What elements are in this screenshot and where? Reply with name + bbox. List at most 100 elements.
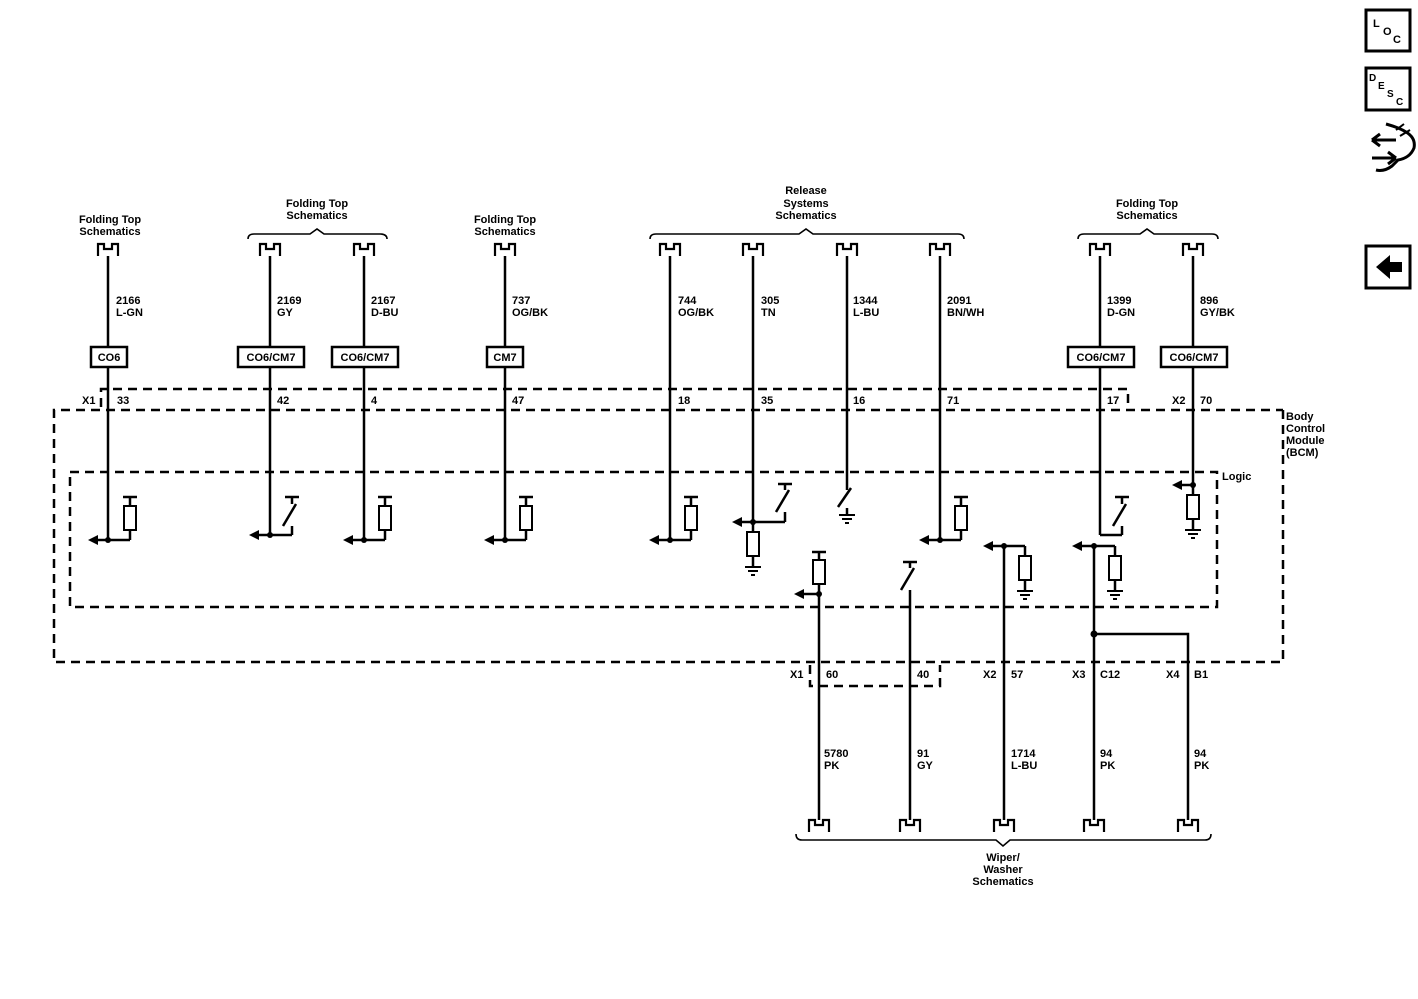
- connector-label: X1: [790, 669, 803, 681]
- brace: [795, 833, 1212, 848]
- group-label-line: Schematics: [79, 226, 140, 238]
- group-label-line: Schematics: [286, 210, 347, 222]
- wire-color: OG/BK: [512, 307, 548, 319]
- group-header-folding-top-5[interactable]: Folding Top Schematics: [1116, 198, 1178, 222]
- connector-terminal: [493, 242, 517, 258]
- pin-number: 33: [117, 395, 129, 407]
- rpo-box: CO6/CM7: [330, 345, 400, 369]
- connector-label: X3: [1072, 669, 1085, 681]
- circuit-label-94: 94 PK: [1194, 748, 1209, 772]
- connector-terminal: [96, 242, 120, 258]
- pin-number: 42: [277, 395, 289, 407]
- circuit-number: 1714: [1011, 748, 1036, 760]
- input-switch-pulldown: [732, 482, 792, 576]
- brace: [1077, 228, 1219, 240]
- pin-number: 57: [1011, 669, 1023, 681]
- pin-number: 40: [917, 669, 929, 681]
- circuit-number: 94: [1100, 748, 1113, 760]
- group-label-line: Wiper/: [986, 852, 1020, 864]
- module-label-line: (BCM): [1286, 447, 1319, 459]
- input-switch-ground: [836, 485, 856, 524]
- pin-number: 60: [826, 669, 838, 681]
- group-header-folding-top-1[interactable]: Folding Top Schematics: [79, 214, 141, 238]
- pin-number: 47: [512, 395, 524, 407]
- wire-color: BN/WH: [947, 307, 984, 319]
- connector-terminal: [1082, 818, 1106, 834]
- pin-number: C12: [1100, 669, 1120, 681]
- splice-point: [1090, 630, 1098, 638]
- circuit-label-896: 896 GY/BK: [1200, 295, 1235, 319]
- nav-letter: L: [1373, 18, 1380, 30]
- module-label-line: Control: [1286, 423, 1325, 435]
- rpo-label: CO6: [98, 352, 121, 364]
- circuit-label-1344: 1344 L-BU: [853, 295, 879, 319]
- location-button[interactable]: L O C: [1364, 8, 1412, 53]
- connector-terminal: [992, 818, 1016, 834]
- circuit-label-1714: 1714 L-BU: [1011, 748, 1037, 772]
- input-pulldown-resistor: [1172, 480, 1202, 539]
- input-switch: [899, 560, 917, 594]
- circuit-label-94: 94 PK: [1100, 748, 1115, 772]
- wire-color: D-GN: [1107, 307, 1135, 319]
- group-header-wiper-washer[interactable]: Wiper/ Washer Schematics: [972, 852, 1033, 888]
- nav-letter: O: [1383, 26, 1392, 38]
- circuit-number: 305: [761, 295, 779, 307]
- rpo-label: CO6/CM7: [341, 352, 390, 364]
- group-label-line: Release: [785, 185, 827, 197]
- arrow-left-icon: [1376, 255, 1402, 279]
- circuit-number: 2167: [371, 295, 395, 307]
- input-pullup-resistor: [794, 550, 826, 599]
- circuit-label-2167: 2167 D-BU: [371, 295, 399, 319]
- wire-color: OG/BK: [678, 307, 714, 319]
- connector-x1-outline: [99, 387, 1130, 408]
- input-pullup-resistor: [484, 495, 533, 545]
- circuit-number: 2166: [116, 295, 140, 307]
- input-pulldown-resistor: [1072, 541, 1124, 600]
- brace: [649, 228, 965, 240]
- back-button[interactable]: [1364, 244, 1412, 290]
- description-button[interactable]: D E S C: [1364, 66, 1412, 112]
- input-switch: [249, 495, 299, 540]
- connector-view-icon[interactable]: [1371, 122, 1416, 172]
- rpo-label: CO6/CM7: [1170, 352, 1219, 364]
- group-label-line: Schematics: [972, 876, 1033, 888]
- group-label-line: Systems: [783, 198, 828, 210]
- rpo-box: CM7: [485, 345, 525, 369]
- group-label-line: Schematics: [775, 210, 836, 222]
- circuit-label-2166: 2166 L-GN: [116, 295, 143, 319]
- rpo-box: CO6/CM7: [1066, 345, 1136, 369]
- connector-terminal: [741, 242, 765, 258]
- circuit-label-91: 91 GY: [917, 748, 934, 772]
- pin-number: 18: [678, 395, 690, 407]
- pin-number: 16: [853, 395, 865, 407]
- circuit-number: 896: [1200, 295, 1218, 307]
- pin-number: 4: [371, 395, 378, 407]
- connector-terminal: [898, 818, 922, 834]
- pin-number: 71: [947, 395, 959, 407]
- input-pullup-resistor: [88, 495, 137, 545]
- pin-number: 70: [1200, 395, 1212, 407]
- input-pullup-resistor: [649, 495, 698, 545]
- group-label-line: Folding Top: [1116, 198, 1178, 210]
- module-label-line: Module: [1286, 435, 1325, 447]
- connector-terminal: [352, 242, 376, 258]
- group-label-line: Folding Top: [286, 198, 348, 210]
- circuit-label-737: 737 OG/BK: [512, 295, 548, 319]
- rpo-label: CO6/CM7: [1077, 352, 1126, 364]
- input-switch: [1100, 495, 1129, 537]
- nav-letter: E: [1378, 81, 1385, 92]
- wire-color: PK: [1100, 760, 1115, 772]
- nav-letter: S: [1387, 89, 1394, 100]
- group-header-folding-top-3[interactable]: Folding Top Schematics: [474, 214, 536, 238]
- circuit-label-1399: 1399 D-GN: [1107, 295, 1135, 319]
- wire-color: PK: [824, 760, 839, 772]
- rpo-box: CO6/CM7: [1159, 345, 1229, 369]
- group-header-folding-top-2[interactable]: Folding Top Schematics: [286, 198, 348, 222]
- circuit-number: 94: [1194, 748, 1207, 760]
- module-label-line: Body: [1286, 411, 1314, 423]
- circuit-number: 1344: [853, 295, 878, 307]
- group-label-line: Washer: [983, 864, 1023, 876]
- group-header-release-systems[interactable]: Release Systems Schematics: [775, 185, 836, 222]
- logic-label: Logic: [1222, 471, 1251, 483]
- input-pullup-resistor: [343, 495, 392, 545]
